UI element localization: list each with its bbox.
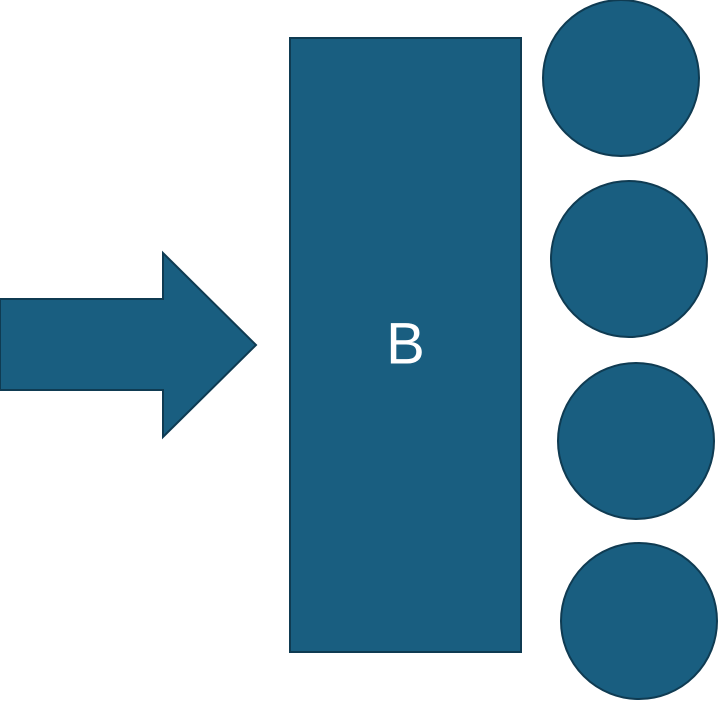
circle-4: [560, 542, 718, 700]
circle-2: [550, 180, 708, 338]
right-arrow-shape: [0, 250, 258, 440]
block-b: [289, 37, 522, 653]
block-b-label: B: [386, 311, 425, 376]
circle-3: [557, 362, 715, 520]
circle-1: [542, 0, 700, 157]
circle-stack: [542, 0, 718, 700]
